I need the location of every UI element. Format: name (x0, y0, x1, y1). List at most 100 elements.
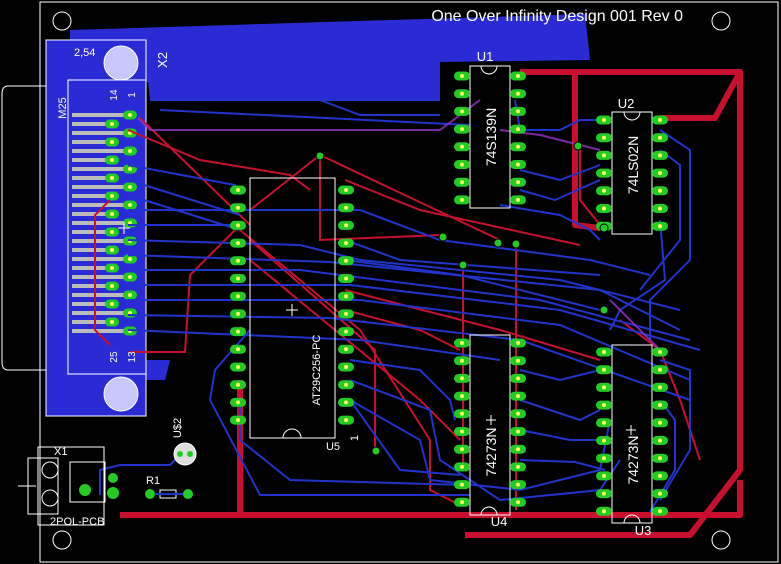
mounting-hole-top-left (52, 11, 72, 31)
x1-pad (79, 484, 91, 496)
u2-pad-drill (602, 135, 606, 140)
dsub-pad-drill (110, 212, 114, 216)
u3-pad-drill (602, 473, 606, 478)
x2-pin-1-label: 1 (127, 92, 138, 98)
u4-value-label: 74273N (483, 427, 499, 476)
u4-pad-drill (516, 341, 520, 345)
u4-pad-drill (516, 411, 520, 416)
dsub-pad-drill (128, 113, 132, 117)
u1-outline (469, 65, 511, 209)
resistor-r1 (145, 489, 193, 499)
origin-crosses (118, 222, 636, 435)
u3-pad-drill (602, 420, 606, 425)
u4-outline (469, 334, 511, 516)
via (493, 238, 503, 248)
dsub-pad-drill (110, 158, 114, 162)
u1-pad-drill (516, 127, 520, 132)
u5-pad-drill (236, 205, 240, 210)
u5-pad-drill (344, 223, 348, 228)
u4-pad-drill (516, 482, 520, 487)
x2-pin-14-label: 14 (109, 89, 120, 101)
led-u-2 (173, 442, 197, 466)
dsub-pad-drill (128, 149, 132, 153)
u2-name-label: U2 (618, 96, 635, 111)
dsub-pad-drill (128, 167, 132, 171)
u1-value-label: 74S139N (483, 108, 499, 166)
u3-pad-drill (602, 509, 606, 514)
u5-pad-drill (236, 258, 240, 263)
u2-pad-drill (602, 206, 606, 211)
u2-pad-drill (658, 135, 662, 140)
u5-pad-drill (236, 241, 240, 246)
x2-pin-25-label: 25 (109, 351, 120, 363)
u4-pad-drill (516, 376, 520, 381)
power-connector-x1 (18, 446, 119, 526)
u1-pad-drill (460, 127, 464, 132)
led-pad (177, 451, 183, 457)
u1-pad-drill (460, 180, 464, 185)
via (573, 141, 583, 151)
u2-pad-drill (658, 188, 662, 193)
u5-pad-drill (344, 365, 348, 369)
connector-screw-hole-bottom (103, 376, 139, 412)
dsub-pad-drill (110, 248, 114, 252)
u5-pad-drill (344, 241, 348, 246)
power-rails (120, 69, 743, 538)
u5-pad-drill (344, 347, 348, 352)
via (511, 239, 521, 249)
u4-pad-drill (516, 447, 520, 452)
u3-pad-drill (658, 456, 662, 461)
via (315, 151, 325, 161)
u5-pad-drill (236, 365, 240, 369)
dsub-pad-drill (110, 230, 114, 234)
u3-pad-drill (602, 350, 606, 354)
u4-pad-drill (516, 500, 520, 505)
board-title: One Over Infinity Design 001 Rev 0 (431, 8, 683, 25)
dsub-pad-drill (128, 293, 132, 297)
u3-pad-drill (602, 385, 606, 390)
u4-pad-drill (516, 358, 520, 363)
u1-name-label: U1 (477, 49, 494, 64)
silkscreen-labels: One Over Infinity Design 001 Rev 0 2,54 … (50, 8, 683, 538)
u5-pad-drill (344, 418, 348, 423)
u5-pad-drill (236, 311, 240, 316)
u3-pad-drill (658, 473, 662, 478)
u2-pad-drill (602, 171, 606, 176)
u1-pad-drill (516, 109, 520, 114)
u5-pad-drill (236, 276, 240, 281)
u5-pad-drill (236, 418, 240, 423)
u5-pad-drill (344, 205, 348, 210)
u3-pad-drill (658, 403, 662, 408)
u1-pad-drill (460, 109, 464, 114)
u3-pad-drill (602, 438, 606, 443)
u5-pad-drill (236, 400, 240, 405)
u5-pad-drill (344, 188, 348, 192)
u5-pad-drill (344, 276, 348, 281)
dsub-pad-drill (110, 122, 114, 126)
u1-pad-drill (516, 162, 520, 167)
u3-pad-drill (658, 385, 662, 390)
u5-outline (249, 177, 336, 439)
mounting-holes (52, 11, 731, 550)
u4-name-label: U4 (491, 514, 508, 529)
u3-outline (611, 344, 653, 524)
u3-notch (623, 514, 641, 524)
u4-pad-drill (516, 429, 520, 434)
dsub-pad-drill (128, 185, 132, 189)
via (438, 232, 448, 242)
u3-pad-drill (658, 367, 662, 372)
u5-value-label: AT29C256-PC (311, 335, 323, 406)
u1-pad-drill (460, 144, 464, 149)
mounting-hole-bottom-left (52, 530, 72, 550)
u2-pad-drill (658, 206, 662, 211)
u5-pad-drill (344, 311, 348, 316)
u3-pad-drill (602, 403, 606, 408)
u4-pad-drill (460, 482, 464, 487)
u5-pad-drill (236, 382, 240, 387)
u5-name-label: U5 (326, 441, 340, 453)
x2-type-label: M25 (57, 97, 69, 118)
u3-pad-drill (658, 438, 662, 443)
u2-pad-drill (602, 118, 606, 122)
r1-name-label: R1 (146, 475, 160, 487)
